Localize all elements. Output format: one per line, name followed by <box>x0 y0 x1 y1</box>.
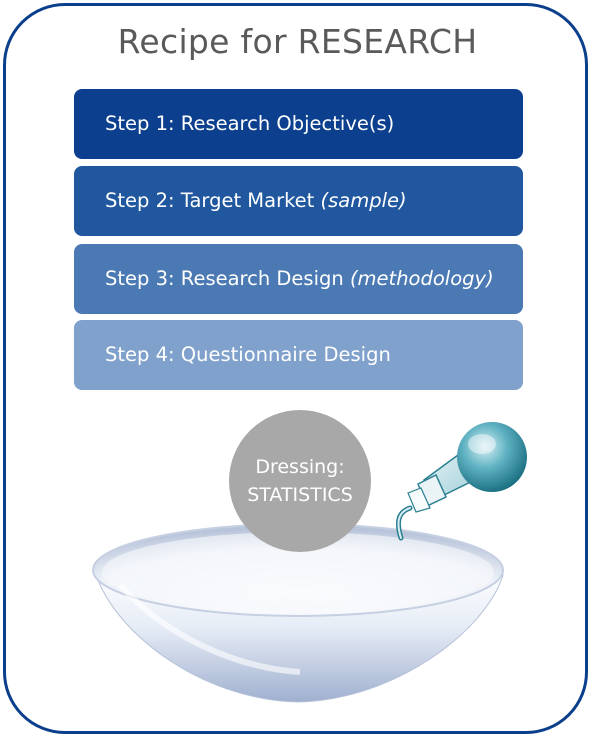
dressing-circle: Dressing: STATISTICS <box>229 410 371 552</box>
step-2-box: Step 2: Target Market (sample) <box>74 166 523 236</box>
salad-bowl-icon <box>92 523 504 703</box>
step-1-label: Step 1: Research Objective(s) <box>105 112 395 135</box>
dressing-statistics-label: STATISTICS <box>247 484 353 506</box>
step-3-box: Step 3: Research Design (methodology) <box>74 244 523 314</box>
step-4-box: Step 4: Questionnaire Design <box>74 320 523 390</box>
step-3-note: (methodology) <box>349 267 494 290</box>
step-2-note: (sample) <box>320 189 407 212</box>
step-4-label: Step 4: Questionnaire Design <box>105 343 391 366</box>
step-3-label: Step 3: Research Design <box>105 267 350 290</box>
dressing-label: Dressing: <box>255 456 345 478</box>
diagram-title: Recipe for RESEARCH <box>117 22 478 61</box>
step-1-box: Step 1: Research Objective(s) <box>74 89 523 159</box>
step-2-label: Step 2: Target Market <box>105 189 321 212</box>
dressing-bottle-icon <box>395 422 527 541</box>
